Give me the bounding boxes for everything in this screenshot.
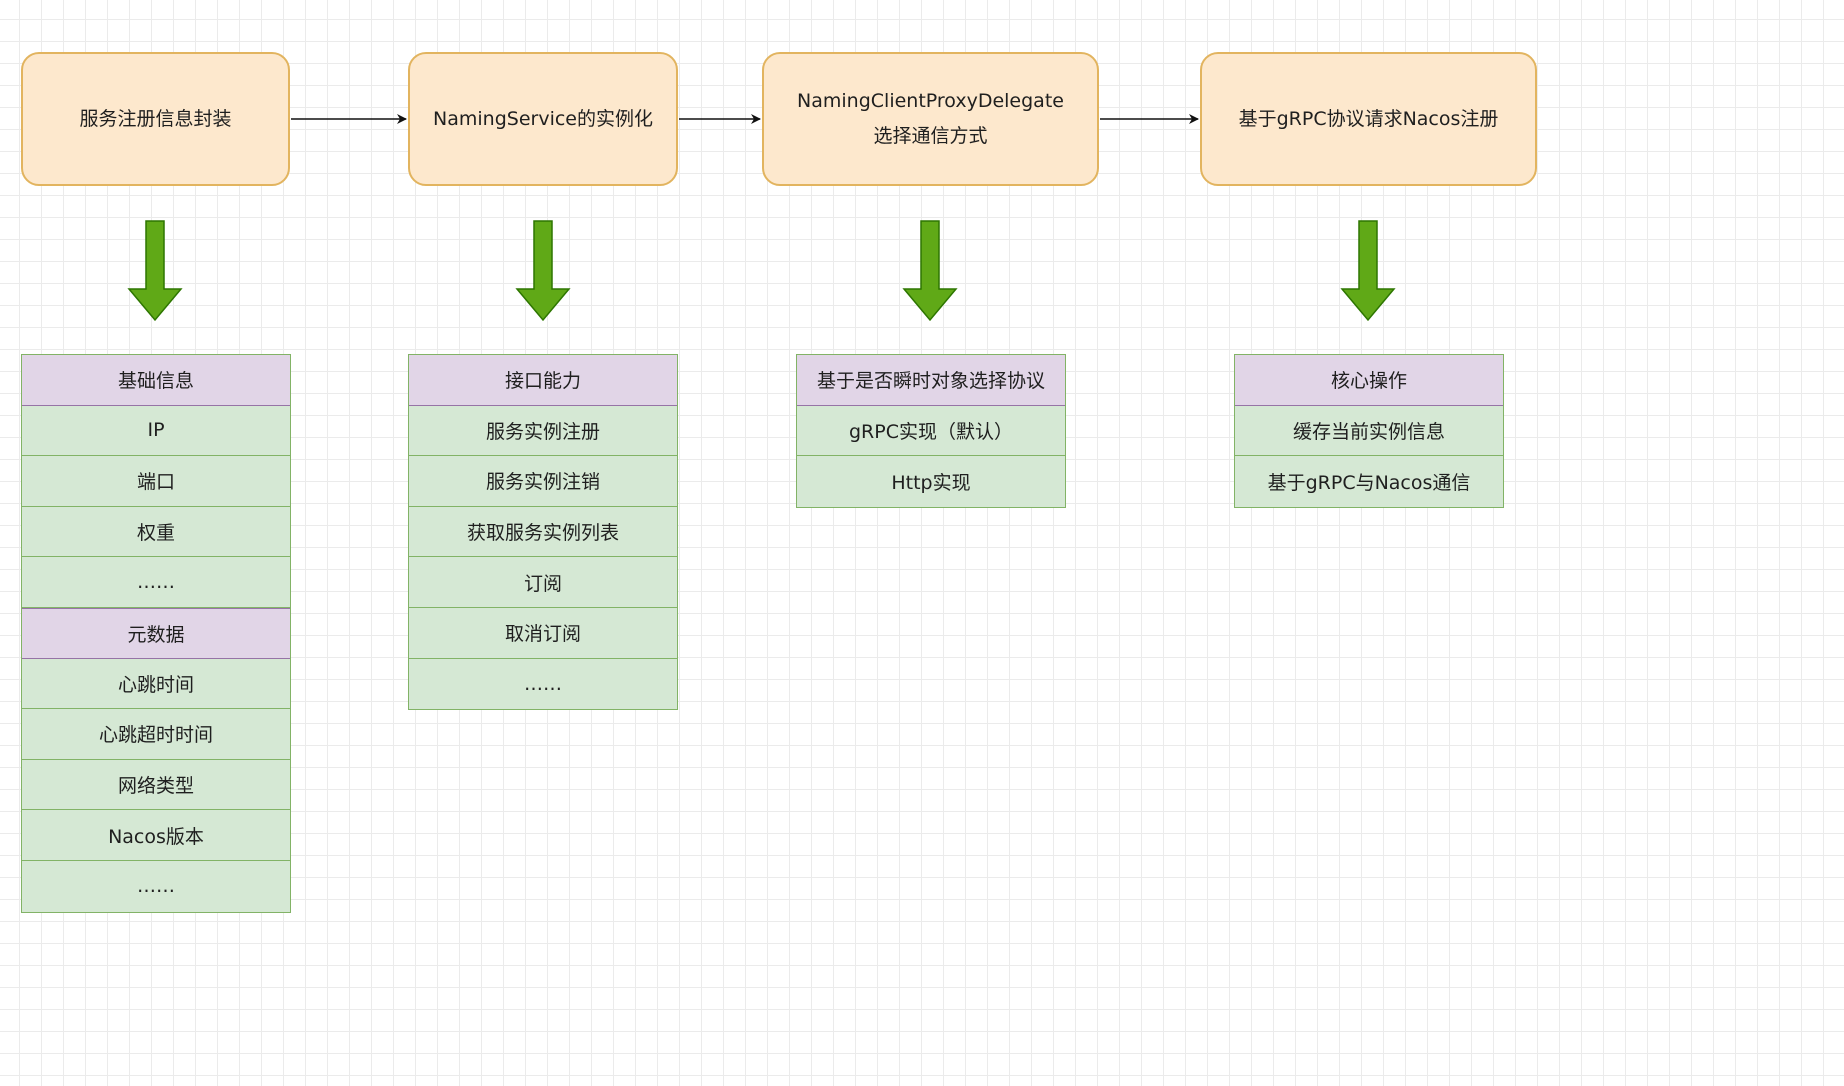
step-label-line-2: 选择通信方式 <box>873 125 988 147</box>
down-arrow-2 <box>515 220 571 322</box>
step-label: 服务注册信息封装 <box>79 107 232 130</box>
list-item: Http实现 <box>891 471 971 494</box>
list-item: 心跳时间 <box>22 659 290 710</box>
step-naming-service-instantiation: NamingService的实例化 <box>408 52 678 186</box>
step-naming-client-proxy-delegate: NamingClientProxyDelegate 选择通信方式 <box>762 52 1099 186</box>
step-label: NamingService的实例化 <box>433 107 653 130</box>
list-item: 服务实例注销 <box>409 456 677 507</box>
list-item: 网络类型 <box>22 760 290 811</box>
list-item: 端口 <box>22 456 290 507</box>
list-header: 基础信息 <box>22 355 290 406</box>
list-item: 心跳超时时间 <box>22 709 290 760</box>
diagram-canvas: 服务注册信息封装 NamingService的实例化 NamingClientP… <box>21 52 1537 913</box>
list-item: …… <box>137 875 175 898</box>
step-service-registration-info: 服务注册信息封装 <box>21 52 290 186</box>
down-arrow-4 <box>1340 220 1396 322</box>
list-item: gRPC实现（默认） <box>797 406 1065 457</box>
list-core-operations: 核心操作缓存当前实例信息基于gRPC与Nacos通信 <box>1234 354 1504 508</box>
list-header: 基于是否瞬时对象选择协议 <box>797 355 1065 406</box>
down-arrow-3 <box>902 220 958 322</box>
list-item: 基于gRPC与Nacos通信 <box>1267 471 1471 494</box>
list-item: 订阅 <box>409 557 677 608</box>
list-item: 权重 <box>22 507 290 558</box>
list-item: IP <box>22 406 290 457</box>
list-header: 核心操作 <box>1235 355 1503 406</box>
list-item: …… <box>524 672 562 695</box>
list-item: …… <box>22 557 290 608</box>
down-arrow-1 <box>127 220 183 322</box>
list-item: 取消订阅 <box>409 608 677 659</box>
step-label-line-1: NamingClientProxyDelegate <box>797 90 1064 112</box>
list-item: Nacos版本 <box>22 810 290 861</box>
list-item: 服务实例注册 <box>409 406 677 457</box>
list-header: 元数据 <box>22 607 290 659</box>
list-item: 获取服务实例列表 <box>409 507 677 558</box>
list-interface-capabilities: 接口能力服务实例注册服务实例注销获取服务实例列表订阅取消订阅 …… <box>408 354 678 711</box>
list-item: 缓存当前实例信息 <box>1235 406 1503 457</box>
step-label: 基于gRPC协议请求Nacos注册 <box>1238 107 1499 130</box>
step-grpc-nacos-registration: 基于gRPC协议请求Nacos注册 <box>1200 52 1537 186</box>
list-header: 接口能力 <box>409 355 677 406</box>
